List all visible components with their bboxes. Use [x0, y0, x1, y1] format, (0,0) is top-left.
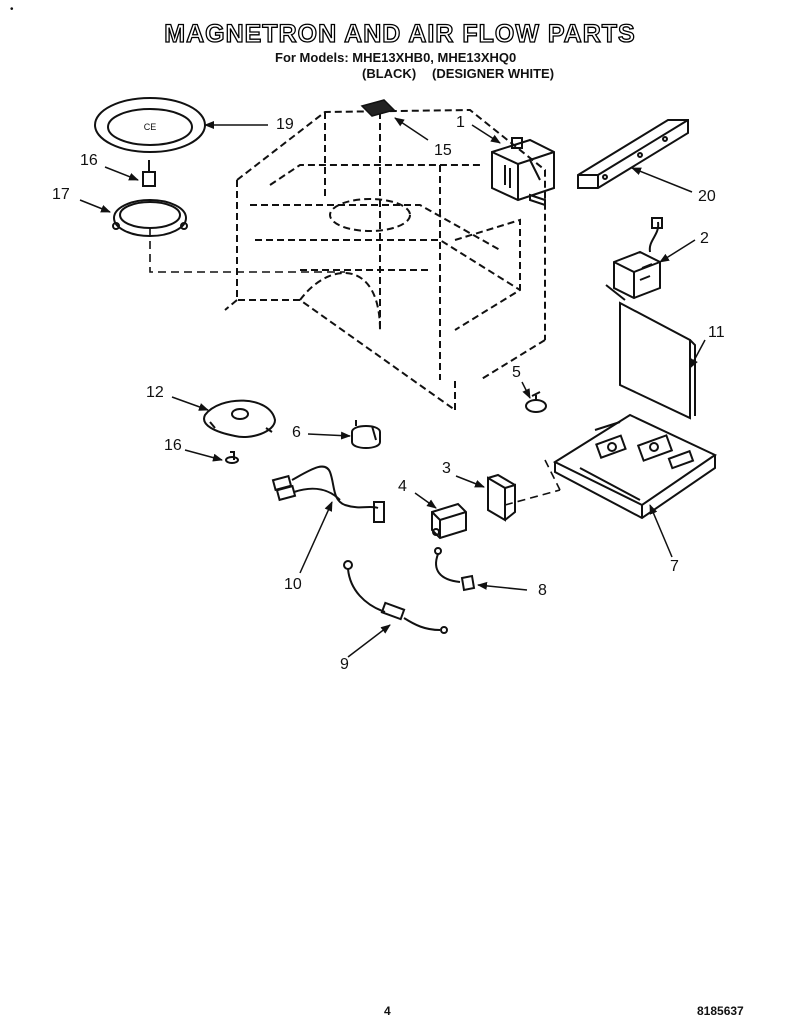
- callout-17: 17: [52, 186, 70, 203]
- callout-3: 3: [442, 460, 451, 477]
- fuse-lead-part: [434, 547, 476, 592]
- callout-15: 15: [434, 142, 452, 159]
- roller-ring-part: [112, 199, 188, 237]
- callout-arrows: [79, 117, 706, 658]
- corner-mark: •: [10, 4, 14, 15]
- callout-20: 20: [698, 188, 716, 205]
- callout-1: 1: [456, 114, 465, 131]
- callout-16: 16: [164, 437, 182, 454]
- callout-8: 8: [538, 582, 547, 599]
- variant-black: (BLACK): [362, 66, 417, 81]
- callout-4: 4: [398, 478, 407, 495]
- capacitor-part: [431, 502, 467, 540]
- callout-11: 11: [708, 324, 725, 341]
- callout-5: 5: [512, 364, 521, 381]
- magnetron-part: [491, 137, 555, 207]
- turntable-leader: [149, 228, 561, 506]
- air-baffle-part: [619, 301, 696, 420]
- models-line: For Models: MHE13XHB0, MHE13XHQ0: [275, 50, 517, 65]
- callout-6: 6: [292, 424, 301, 441]
- coupler-part: [142, 160, 156, 187]
- callout-19: 19: [276, 116, 294, 133]
- callout-2: 2: [700, 230, 709, 247]
- waveguide-cover-part: [360, 99, 396, 117]
- callout-7: 7: [670, 558, 679, 575]
- variant-white: (DESIGNER WHITE): [432, 66, 555, 81]
- transformer-part: [605, 217, 663, 301]
- turntable-label: CE: [144, 122, 157, 132]
- document-number: 8185637: [697, 1004, 744, 1018]
- thermal-cutout-part: [525, 391, 547, 413]
- callout-10: 10: [284, 576, 302, 593]
- callout-9: 9: [340, 656, 349, 673]
- thermal-fuse-part: [343, 560, 448, 634]
- stirrer-part: [203, 399, 277, 438]
- screw-part: [225, 451, 239, 464]
- air-duct-part: [577, 119, 689, 189]
- page-title: MAGNETRON AND AIR FLOW PARTS: [164, 19, 636, 48]
- stirrer-motor-part: [351, 420, 381, 449]
- bracket-part: [487, 473, 516, 522]
- page-number: 4: [384, 1004, 391, 1018]
- callout-12: 12: [146, 384, 164, 401]
- wire-harness-part: [271, 465, 385, 523]
- callout-18: 16: [80, 152, 98, 169]
- cabinet-outline: [224, 108, 546, 411]
- base-plate-part: [552, 413, 718, 520]
